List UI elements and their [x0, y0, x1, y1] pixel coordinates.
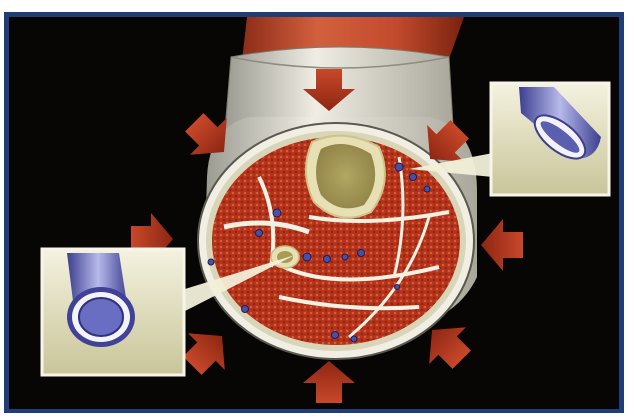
collapsed-vessel-icon — [491, 83, 609, 195]
compartment-illustration — [9, 17, 619, 409]
arrow-icon — [481, 219, 523, 271]
illustration-panel — [9, 17, 619, 409]
arrow-icon — [303, 361, 355, 403]
open-vessel-icon — [42, 249, 184, 375]
